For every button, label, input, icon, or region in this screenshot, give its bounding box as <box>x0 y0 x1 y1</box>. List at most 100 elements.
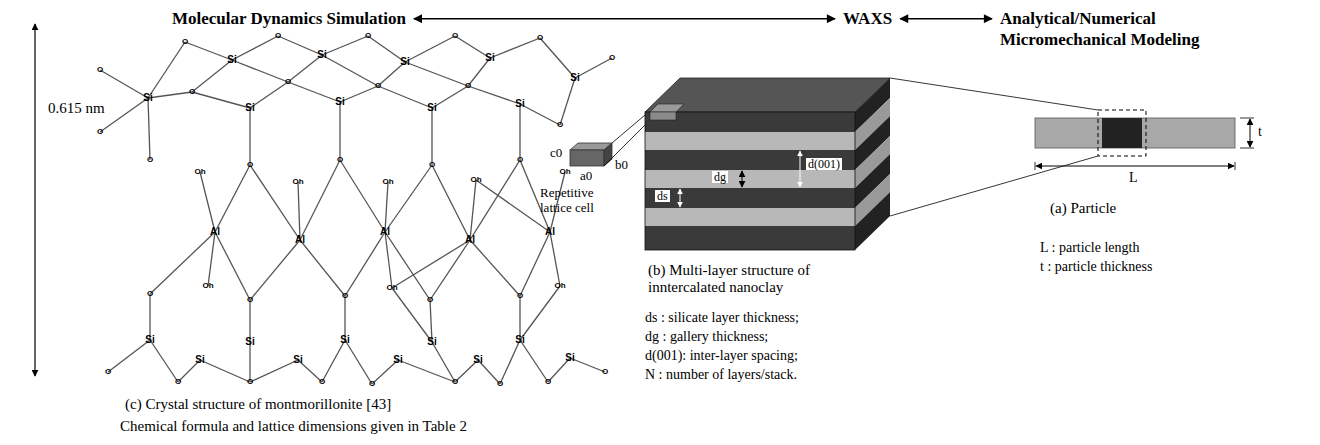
atom-bond <box>520 286 560 340</box>
heading-text: Analytical/Numerical Micromechanical Mod… <box>1000 8 1215 51</box>
definition-note: d(001): inter-layer spacing; <box>645 348 798 364</box>
dimension-arrow <box>680 189 681 207</box>
atom-bond <box>570 358 605 372</box>
atom-bond <box>249 342 250 382</box>
atom-label: O <box>537 34 543 42</box>
atom-label: Si <box>335 97 344 107</box>
atom-label: Al <box>465 235 475 245</box>
heading-text: WAXS <box>843 8 892 29</box>
atom-label: O <box>97 128 103 136</box>
atom-label: Si <box>245 103 254 113</box>
atom-bond <box>232 36 278 60</box>
heading-node: Molecular Dynamics Simulation <box>172 8 406 29</box>
atom-bond <box>278 36 322 55</box>
atom-label: Si <box>400 57 409 67</box>
atom-bond <box>520 340 548 382</box>
atom-bond <box>250 82 288 108</box>
dimension-label: ds <box>655 190 670 202</box>
atom-label: Oh <box>194 168 205 176</box>
atom-bond <box>378 86 432 108</box>
atom-label: O <box>147 290 153 298</box>
atom-bond <box>148 98 150 160</box>
atom-bond <box>185 42 232 60</box>
atom-label: O <box>247 161 253 169</box>
atom-label: O <box>452 32 458 40</box>
atom-bond <box>288 82 340 102</box>
atom-label: Oh <box>292 178 303 186</box>
atom-bond <box>100 98 148 132</box>
atom-label: Al <box>295 235 305 245</box>
heading-node: WAXS <box>843 8 892 29</box>
atom-label: O <box>517 292 523 300</box>
atom-label: Si <box>570 73 579 83</box>
atom-bond <box>322 340 345 382</box>
atom-bond <box>490 38 540 58</box>
atom-label: O <box>517 156 523 164</box>
atom-bond <box>431 108 432 165</box>
atom-bond <box>192 60 232 92</box>
atom-bond <box>250 240 300 300</box>
atom-label: O <box>375 82 381 90</box>
atom-bond <box>108 340 150 372</box>
atom-bond <box>322 55 378 86</box>
dimension-label: a0 <box>580 169 592 184</box>
dimension-arrow <box>1250 119 1251 147</box>
figure-caption: (b) Multi-layer structure of inntercalat… <box>648 262 848 297</box>
atom-label: Al <box>380 227 390 237</box>
atom-bond <box>520 104 560 125</box>
heading-text: Molecular Dynamics Simulation <box>172 8 406 29</box>
figure-caption: (a) Particle <box>1050 200 1116 217</box>
atom-label: O <box>429 161 435 169</box>
atom-bond <box>405 62 468 86</box>
atom-bond <box>300 240 345 296</box>
atom-bond <box>385 165 432 232</box>
atom-label: Si <box>565 353 574 363</box>
dimension-arrow <box>34 24 35 376</box>
definition-note: N : number of layers/stack. <box>645 367 797 383</box>
atom-label: Al <box>545 227 555 237</box>
atom-bond <box>300 160 340 240</box>
atom-bond <box>148 92 192 98</box>
atom-label: O <box>557 121 563 129</box>
atom-label: O <box>497 380 503 388</box>
atom-bond <box>392 240 470 288</box>
atom-label: Si <box>245 337 254 347</box>
dimension-arrow <box>1036 166 1234 167</box>
atom-label: Al <box>210 227 220 237</box>
figure-caption: (c) Crystal structure of montmorillonite… <box>125 396 391 413</box>
atom-bond <box>519 296 520 340</box>
atom-bond <box>540 38 575 78</box>
atom-label: Si <box>317 50 326 60</box>
atom-label: Oh <box>470 176 481 184</box>
dimension-arrow <box>800 151 801 187</box>
atom-bond <box>470 160 520 240</box>
atom-bond <box>385 232 430 300</box>
atom-bond <box>385 182 388 232</box>
atom-label: O <box>602 368 608 376</box>
atom-bond <box>468 86 520 104</box>
atom-bond <box>368 36 405 62</box>
atom-label: Si <box>427 103 436 113</box>
dimension-label: t <box>1258 124 1262 140</box>
atom-label: Si <box>145 335 154 345</box>
atom-label: Si <box>340 335 349 345</box>
atom-label: Si <box>143 93 152 103</box>
atom-bond <box>398 360 455 382</box>
atom-bond <box>392 288 432 342</box>
atom-label: O <box>337 156 343 164</box>
atom-bond <box>500 340 520 384</box>
atom-bond <box>215 165 250 232</box>
atom-bond <box>340 160 385 232</box>
atom-bond <box>150 232 215 294</box>
atom-label: O <box>369 380 375 388</box>
atom-label: O <box>105 368 111 376</box>
atom-bond <box>148 42 185 98</box>
atom-label: O <box>545 378 551 386</box>
atom-bond <box>470 240 520 296</box>
atom-bond <box>405 36 455 62</box>
atom-bond <box>100 70 148 98</box>
heading-node: Analytical/Numerical Micromechanical Mod… <box>1000 8 1215 51</box>
dimension-label: 0.615 nm <box>48 100 105 117</box>
atom-label: O <box>427 296 433 304</box>
